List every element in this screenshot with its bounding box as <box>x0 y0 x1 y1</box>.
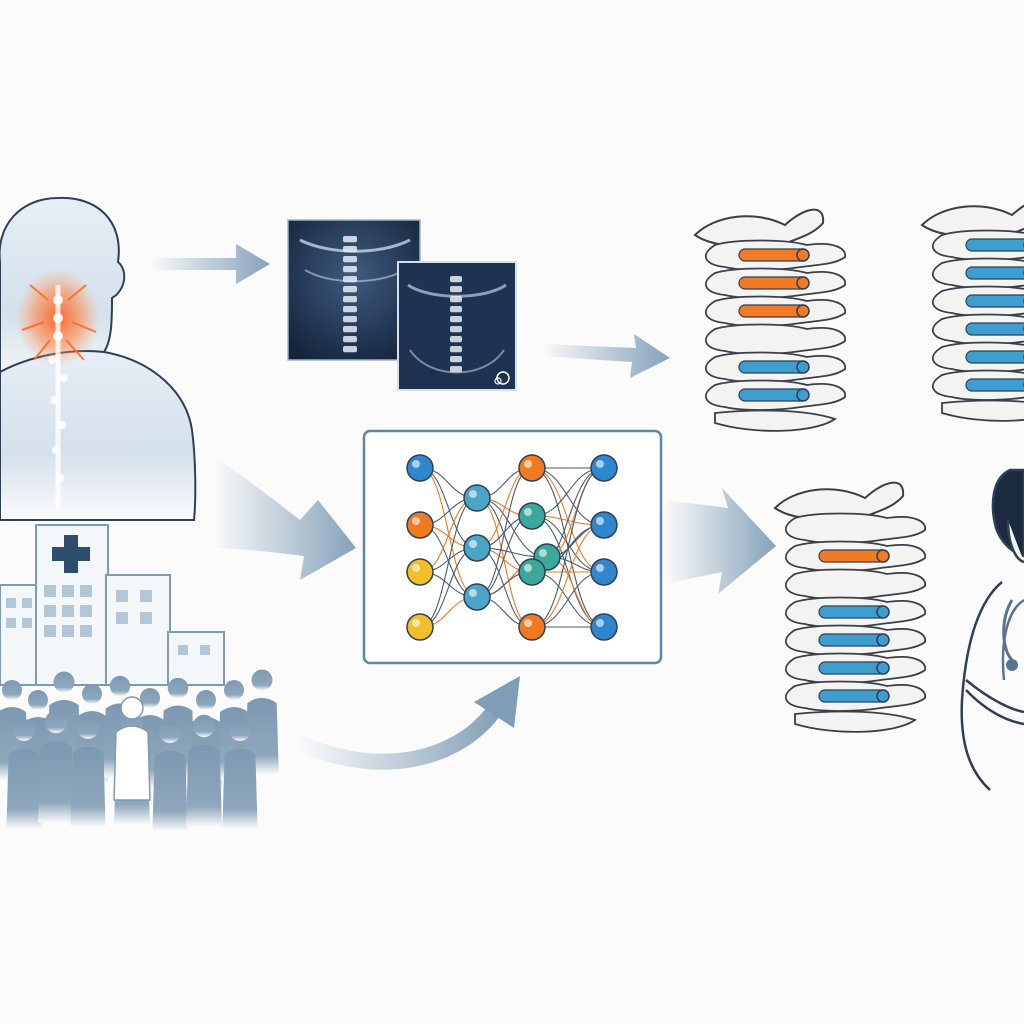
vertebral-column-icon <box>920 204 1024 422</box>
xray-vertebra <box>343 326 357 333</box>
network-edge <box>531 467 605 628</box>
person-icon <box>113 696 151 801</box>
xray-vertebra <box>343 276 357 283</box>
vertebra <box>931 257 1024 289</box>
network-node <box>590 511 618 539</box>
xray-vertebra <box>343 316 357 323</box>
xray-vertebra <box>343 246 357 253</box>
film-badge-icon <box>494 371 510 385</box>
xray-vertebra <box>343 346 357 353</box>
xray-vertebra <box>343 256 357 263</box>
person-icon <box>70 717 106 827</box>
vertebra <box>784 512 926 544</box>
xray-vertebra <box>450 286 462 293</box>
xray-vertebra <box>450 356 462 363</box>
xray-vertebra <box>450 336 462 343</box>
hospital-building-icon <box>0 524 225 686</box>
person-icon <box>38 710 74 823</box>
network-node <box>590 454 618 482</box>
network-node <box>590 558 618 586</box>
network-node <box>406 511 434 539</box>
vertebra <box>931 369 1024 401</box>
arrow-right-icon <box>664 488 776 594</box>
crowd-icon <box>0 669 279 831</box>
vertebra <box>784 624 926 656</box>
curved-arrow-icon <box>290 676 520 770</box>
vertebra <box>784 596 926 628</box>
vertebral-column-icon <box>773 481 926 733</box>
vertebral-column-icon <box>693 208 846 432</box>
xray-vertebra <box>450 366 462 373</box>
network-node <box>518 454 546 482</box>
network-node <box>406 454 434 482</box>
vertebra-bottom <box>794 710 917 733</box>
vertebra <box>704 379 846 411</box>
xray-vertebra <box>343 336 357 343</box>
xray-vertebra <box>450 306 462 313</box>
xray-vertebra <box>343 306 357 313</box>
network-node <box>590 613 618 641</box>
arrow-right-icon <box>540 334 670 378</box>
vertebra <box>784 540 926 572</box>
xray-vertebra <box>343 296 357 303</box>
neural-network-icon <box>362 429 663 665</box>
arrow-right-icon <box>212 456 356 580</box>
person-icon <box>6 719 42 829</box>
doctor-icon <box>960 468 1024 791</box>
network-node <box>463 534 491 562</box>
vertebra <box>704 351 846 383</box>
vertebra <box>704 239 846 271</box>
xray-vertebra <box>450 276 462 283</box>
xray-vertebra <box>343 236 357 243</box>
network-node <box>518 502 546 530</box>
vertebra <box>931 285 1024 317</box>
vertebra <box>704 267 846 299</box>
network-node <box>518 613 546 641</box>
vertebra <box>931 229 1024 261</box>
vertebra <box>931 341 1024 373</box>
vertebra <box>704 323 846 355</box>
disc <box>965 238 1024 252</box>
medical-cross-icon <box>52 535 90 573</box>
vertebra <box>704 295 846 327</box>
disc <box>965 378 1024 392</box>
xray-vertebra <box>343 286 357 293</box>
disc <box>965 294 1024 308</box>
vertebra <box>931 313 1024 345</box>
xray-vertebra <box>450 296 462 303</box>
network-node <box>406 613 434 641</box>
disc <box>965 350 1024 364</box>
vertebra-bottom <box>941 399 1024 422</box>
vertebra <box>784 652 926 684</box>
network-node <box>463 583 491 611</box>
person-icon <box>186 714 222 827</box>
disc <box>965 266 1024 280</box>
network-node <box>406 558 434 586</box>
model-box <box>362 429 663 665</box>
vertebra <box>784 568 926 600</box>
person-icon <box>222 719 258 829</box>
spine-xray-icon <box>397 261 517 391</box>
disc <box>965 322 1024 336</box>
vertebra-bottom <box>714 409 837 432</box>
xray-vertebra <box>450 346 462 353</box>
xray-vertebra <box>450 326 462 333</box>
network-node <box>463 484 491 512</box>
network-node <box>518 558 546 586</box>
person-icon <box>152 721 188 831</box>
patient-silhouette-icon <box>0 196 197 521</box>
xray-vertebra <box>343 266 357 273</box>
vertebra <box>784 680 926 712</box>
arrow-right-icon <box>150 244 270 284</box>
xray-vertebra <box>450 316 462 323</box>
